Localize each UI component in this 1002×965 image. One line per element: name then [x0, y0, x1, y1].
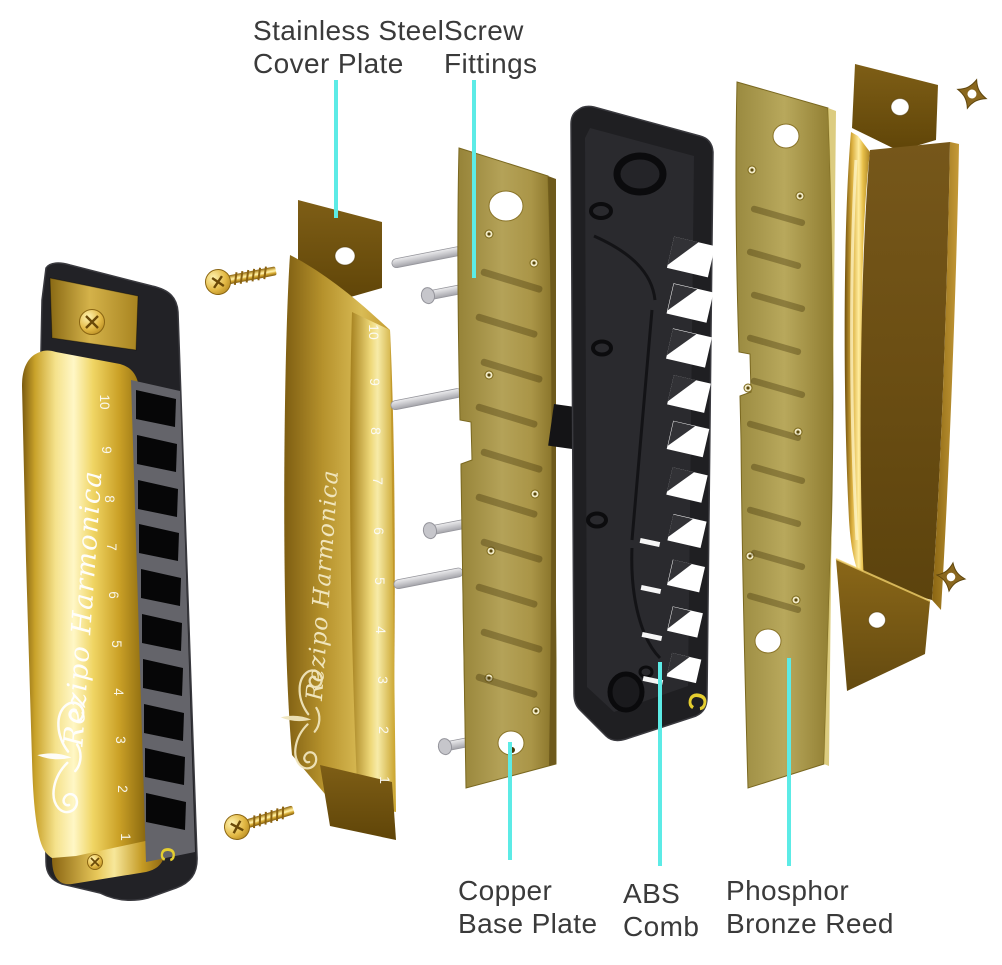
- cover-bottom-flange: [320, 765, 396, 840]
- base-plate-right-edge: [548, 176, 556, 766]
- svg-text:5: 5: [109, 640, 124, 648]
- abs-comb: C: [548, 105, 716, 742]
- reed-plate-screw-holes: [743, 165, 805, 605]
- key-letter: C: [155, 846, 178, 862]
- comb-hole-openings: [136, 390, 186, 830]
- bottom-base-lip: [52, 836, 166, 885]
- svg-text:10: 10: [97, 394, 112, 409]
- hole-numbers: 10 9 8 7 6 5 4 3 2 1: [97, 394, 133, 840]
- svg-text:2: 2: [115, 785, 130, 793]
- key-letter: C: [682, 690, 713, 713]
- reed-plate-right-edge: [824, 108, 836, 766]
- reed-plate-slots: [746, 205, 806, 613]
- flange-hole: [334, 246, 356, 266]
- svg-text:4: 4: [111, 688, 126, 696]
- svg-text:8: 8: [102, 495, 117, 503]
- base-plate-top-hole: [488, 190, 524, 222]
- callout-line: Cover Plate: [253, 48, 404, 79]
- back-cover-right-edge: [932, 142, 959, 610]
- comb-inner-ribs: [593, 234, 662, 660]
- folded-edge-glint: [850, 159, 859, 541]
- back-cover-plate: [835, 64, 959, 691]
- svg-text:3: 3: [113, 736, 128, 744]
- callout-line: Copper: [458, 875, 553, 906]
- callout-line: Screw: [444, 15, 524, 46]
- square-nut-bottom: [934, 560, 968, 594]
- copper-base-plate: [457, 147, 557, 789]
- svg-text:7: 7: [104, 543, 119, 551]
- comb-post-rings: [586, 202, 654, 679]
- base-plate-reed-slots: [475, 268, 543, 698]
- brass-screw-bottom: [224, 805, 295, 840]
- base-plate-screw-holes: [484, 229, 541, 716]
- comb-chamber-openings: [666, 236, 716, 684]
- callout-cover-plate: Stainless Steel Cover Plate: [253, 14, 444, 80]
- flange-top-highlight: [835, 558, 931, 602]
- svg-text:3: 3: [375, 676, 391, 684]
- callout-abs-comb: ABS Comb: [623, 877, 699, 943]
- svg-text:6: 6: [106, 591, 121, 599]
- stainless-steel-cover-plate: Rezipo Harmonica 10 9 8 7 6 5 4 3 2 1: [276, 200, 396, 840]
- svg-text:5: 5: [372, 577, 388, 585]
- bottom-screw: [87, 854, 103, 870]
- callout-line: Comb: [623, 911, 700, 942]
- square-nut-top: [952, 74, 992, 114]
- comb-inner-recess: [585, 128, 694, 712]
- phosphor-bronze-reed-plate: [735, 81, 836, 789]
- svg-text:1: 1: [118, 833, 133, 841]
- assembled-harmonica: Rezipo Harmonica 10 9 8 7 6 5 4 3 2 1 C: [22, 262, 198, 901]
- callout-bronze-reed: Phosphor Bronze Reed: [726, 874, 894, 940]
- svg-text:9: 9: [99, 446, 114, 454]
- svg-text:1: 1: [377, 776, 393, 784]
- svg-text:9: 9: [367, 378, 383, 386]
- callout-line: Base Plate: [458, 908, 598, 939]
- callout-line: ABS: [623, 878, 681, 909]
- callout-line: Bronze Reed: [726, 908, 894, 939]
- callout-line: Phosphor: [726, 875, 850, 906]
- brass-screw-top: [205, 266, 277, 295]
- svg-text:7: 7: [370, 477, 386, 485]
- flange-hole: [868, 611, 886, 629]
- svg-text:6: 6: [371, 527, 387, 535]
- cover-number-strip: [350, 312, 396, 812]
- back-cover-inner-face: [860, 142, 950, 600]
- comb-bottom-boss: [607, 671, 645, 713]
- mouthpiece-screw: [79, 309, 105, 335]
- leader-lines: [334, 80, 791, 866]
- svg-text:2: 2: [376, 726, 392, 734]
- front-cover-plate: [22, 350, 152, 862]
- svg-text:4: 4: [373, 626, 389, 634]
- reed-plate-bottom-hole: [754, 628, 782, 654]
- callout-screw-fittings: Screw Fittings: [444, 14, 537, 80]
- reed-plate-face: [735, 81, 834, 789]
- cover-hole-numbers: 10 9 8 7 6 5 4 3 2 1: [366, 324, 393, 784]
- callout-line: Stainless Steel: [253, 15, 445, 46]
- reed-plate-top-hole: [772, 123, 800, 149]
- callout-base-plate: Copper Base Plate: [458, 874, 597, 940]
- svg-text:8: 8: [368, 427, 384, 435]
- comb-top-hole: [613, 152, 667, 196]
- svg-text:10: 10: [366, 324, 382, 340]
- callout-line: Fittings: [444, 48, 538, 79]
- flange-hole: [890, 98, 910, 116]
